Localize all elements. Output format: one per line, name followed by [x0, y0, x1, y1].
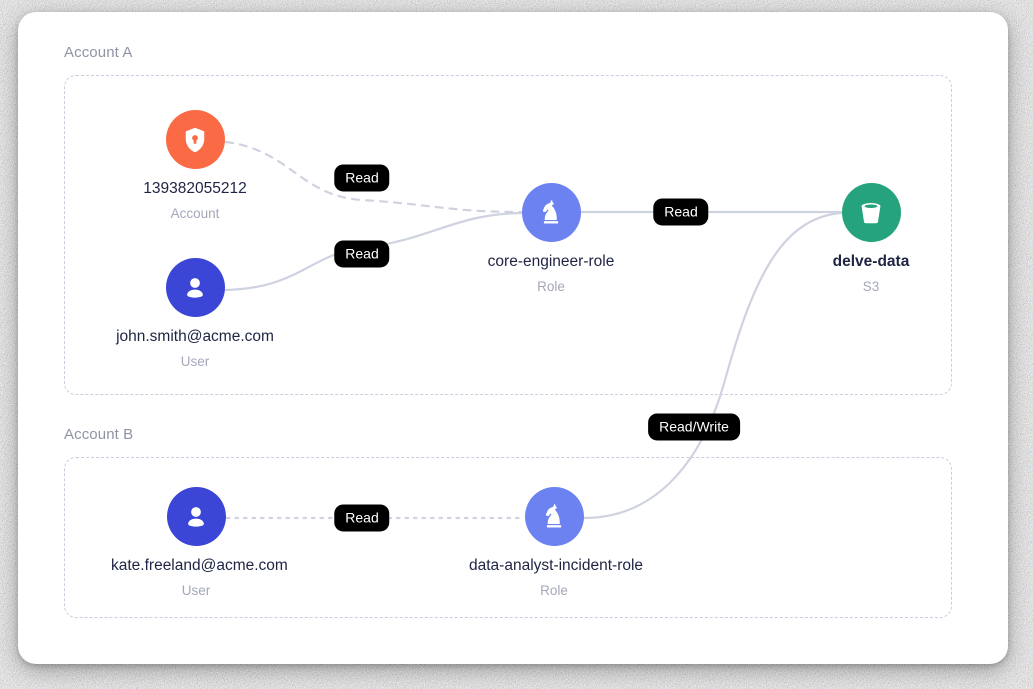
- edge-badge-role-to-s3[interactable]: Read: [653, 198, 709, 226]
- node-title: kate.freeland@acme.com: [111, 557, 288, 574]
- node-title: 139382055212: [143, 180, 247, 197]
- node-title: data-analyst-incident-role: [469, 557, 644, 574]
- node-subtitle: Role: [537, 278, 565, 294]
- node-subtitle: User: [181, 582, 211, 598]
- node-subtitle: User: [180, 353, 210, 369]
- knight-icon: [524, 487, 584, 546]
- edge-badge-role-analyst-to-s3[interactable]: Read/Write: [648, 413, 740, 441]
- group-box-account-b: [64, 457, 952, 618]
- edge-badge-user-kate-to-role[interactable]: Read: [334, 504, 390, 532]
- node-subtitle: S3: [862, 278, 880, 294]
- knight-icon: [521, 183, 581, 242]
- node-subtitle: Role: [540, 582, 568, 598]
- user-icon: [165, 258, 225, 317]
- edge-badge-user-john-to-role[interactable]: Read: [334, 240, 390, 268]
- bucket-icon: [841, 183, 901, 242]
- user-icon: [166, 487, 226, 546]
- node-title: core-engineer-role: [487, 253, 615, 270]
- node-subtitle: Account: [170, 205, 220, 221]
- edge-badge-account-to-role[interactable]: Read: [334, 164, 390, 192]
- group-label-account-a: Account A: [64, 44, 133, 61]
- group-label-account-b: Account B: [64, 426, 134, 443]
- node-title: john.smith@acme.com: [116, 328, 274, 345]
- group-box-account-a: [64, 75, 952, 395]
- shield-lock-icon: [165, 110, 225, 169]
- node-title: delve-data: [832, 253, 910, 270]
